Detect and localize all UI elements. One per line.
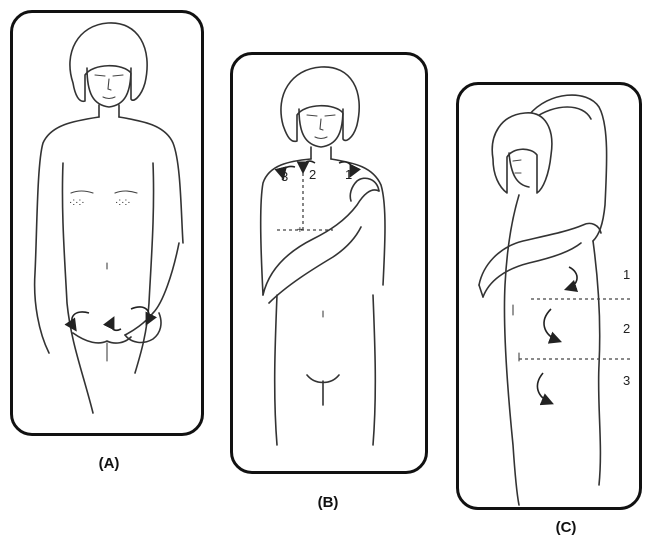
- panel-b-zone-3: 3: [281, 169, 288, 184]
- panel-b-figure: + 3 2 1: [233, 55, 425, 471]
- panel-b-zone-1: 1: [345, 167, 352, 182]
- panel-c-zone-3: 3: [623, 373, 630, 388]
- svg-text:·:·:·: ·:·:·: [115, 197, 131, 208]
- panel-c-figure: 1 2 3: [459, 85, 639, 507]
- panel-c-zone-1: 1: [623, 267, 630, 282]
- panel-a-caption: (A): [79, 455, 139, 472]
- panel-a-figure: ·:·:· ·:·:·: [13, 13, 201, 433]
- panel-c-caption: (C): [536, 519, 596, 536]
- panel-b-caption: (B): [298, 494, 358, 511]
- svg-text:+: +: [297, 225, 303, 236]
- panel-c-zone-2: 2: [623, 321, 630, 336]
- panel-b-zone-2: 2: [309, 167, 316, 182]
- svg-text:·:·:·: ·:·:·: [69, 197, 85, 208]
- panel-b: + 3 2 1: [230, 52, 428, 474]
- panel-c: 1 2 3: [456, 82, 642, 510]
- panel-a: ·:·:· ·:·:·: [10, 10, 204, 436]
